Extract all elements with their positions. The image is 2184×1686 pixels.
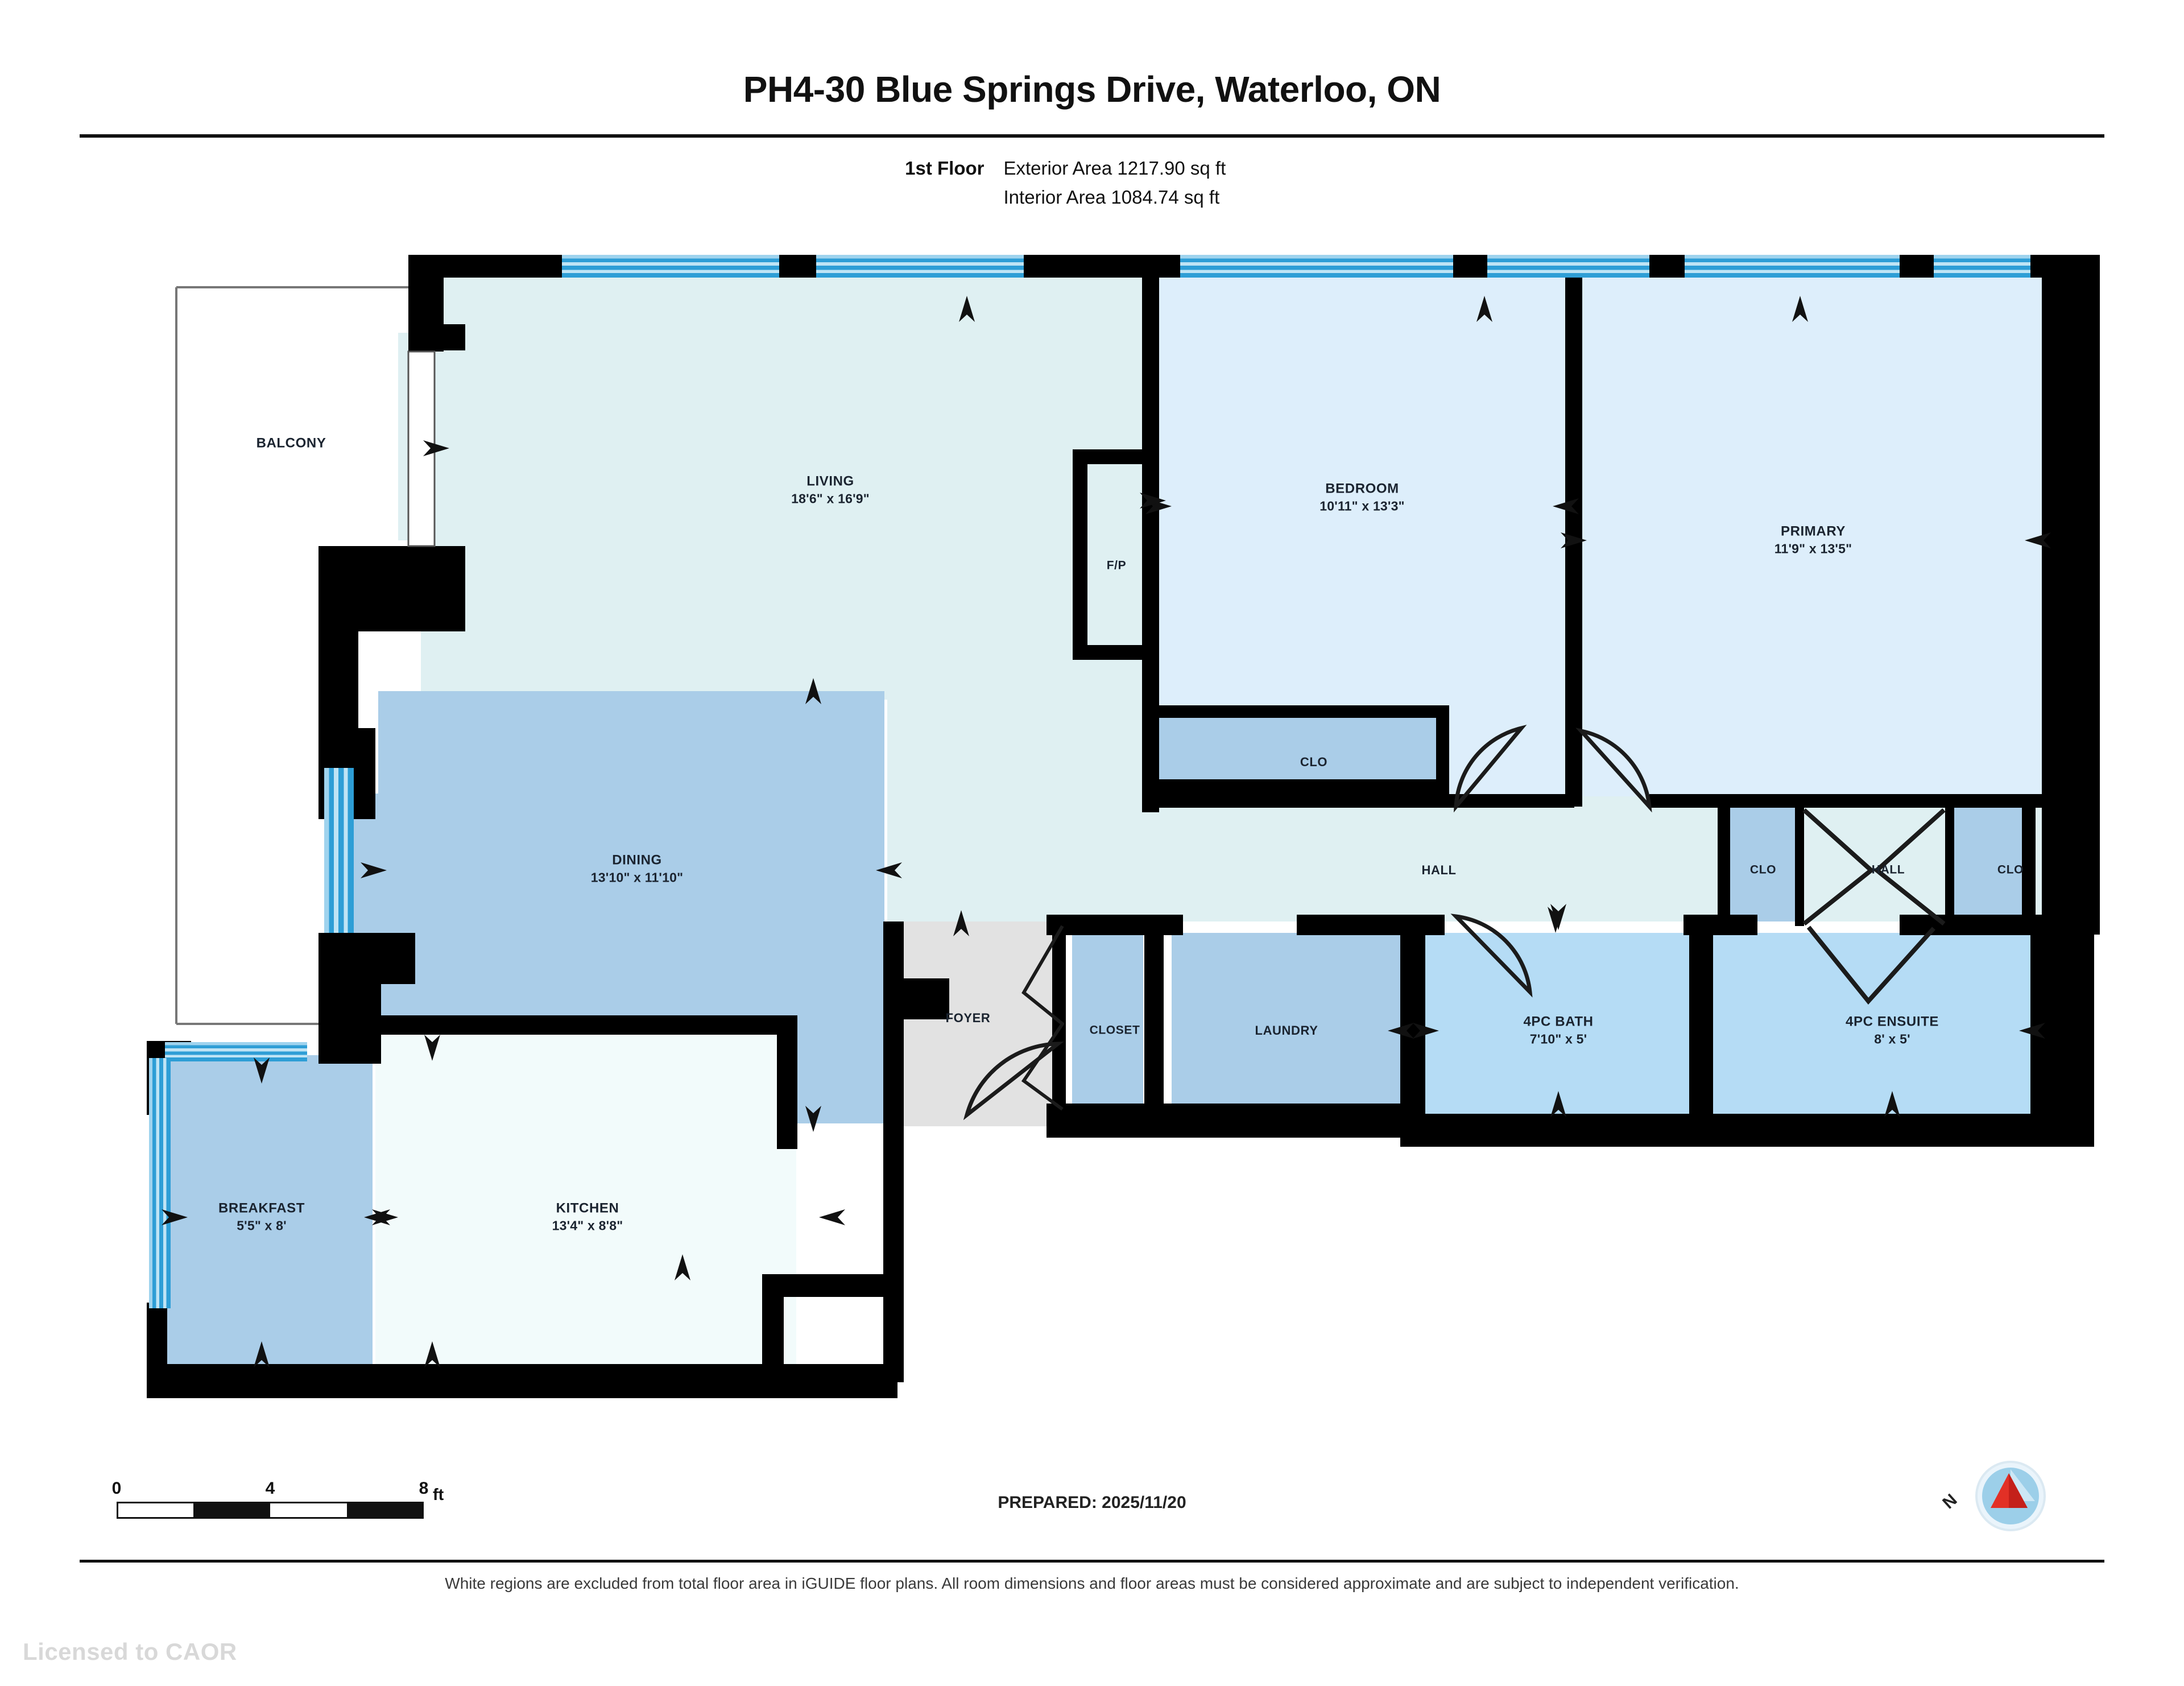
scale-tick-8: 8: [419, 1479, 429, 1498]
header-divider: [80, 134, 2104, 138]
scale-bar: 0 4 8 ft: [112, 1479, 444, 1519]
floor-label: 1st Floor: [905, 158, 985, 179]
scale-tick-4: 4: [265, 1479, 275, 1498]
scale-unit-label: ft: [433, 1486, 444, 1504]
compass-rose: N: [1939, 1459, 2048, 1533]
scale-tick-0: 0: [111, 1479, 122, 1498]
disclaimer-text: White regions are excluded from total fl…: [445, 1575, 1739, 1592]
licensed-watermark: Licensed to CAOR: [23, 1638, 237, 1665]
door-swings: [963, 725, 1946, 1121]
footer-divider: [80, 1560, 2104, 1563]
balcony-outline: [175, 286, 408, 1025]
walls: [147, 255, 2100, 1398]
interior-area: Interior Area 1084.74 sq ft: [1003, 187, 1220, 208]
scale-bar-graphic: [117, 1502, 424, 1519]
page-title: PH4-30 Blue Springs Drive, Waterloo, ON: [743, 69, 1441, 110]
area-summary: 1st Floor Exterior Area 1217.90 sq ft Int…: [0, 154, 2184, 212]
exterior-area: Exterior Area 1217.90 sq ft: [1003, 158, 1226, 179]
prepared-date: PREPARED: 2025/11/20: [998, 1493, 1186, 1512]
view-direction-arrows: [162, 296, 2051, 1367]
